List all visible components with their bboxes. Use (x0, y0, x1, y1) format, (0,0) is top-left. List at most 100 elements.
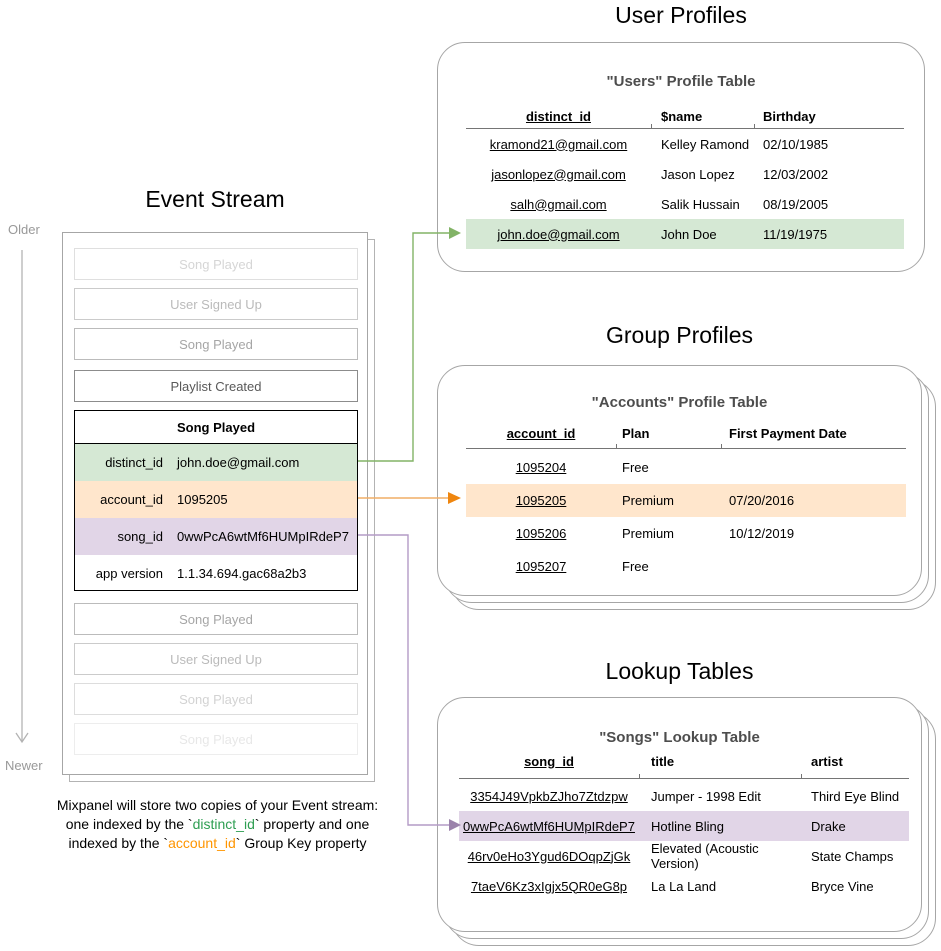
table-row: 1095207 Free (466, 550, 906, 583)
column-header: account_id (506, 425, 576, 441)
table-row-highlighted: john.doe@gmail.com John Doe 11/19/1975 (466, 219, 904, 249)
table-cell: 3354J49VpkbZJho7Ztdzpw (470, 788, 628, 804)
newer-label: Newer (5, 758, 43, 773)
table-row: jasonlopez@gmail.com Jason Lopez 12/03/2… (466, 159, 904, 189)
table-cell: salh@gmail.com (510, 196, 607, 212)
table-cell: 46rv0eHo3Ygud6DOqpZjGk (467, 848, 631, 864)
property-value: 0wwPcA6wtMf6HUMpIRdeP7 (177, 529, 349, 544)
table-row: 7taeV6Kz3xIgjx5QR0eG8p La La Land Bryce … (459, 871, 909, 901)
property-value: 1.1.34.694.gac68a2b3 (177, 566, 307, 581)
table-cell: 10/12/2019 (729, 526, 795, 541)
table-cell: John Doe (661, 226, 717, 242)
table-cell: Salik Hussain (661, 196, 740, 212)
account-id-token: account_id (168, 835, 236, 851)
table-cell: 11/19/1975 (763, 226, 828, 242)
table-cell: 7taeV6Kz3xIgjx5QR0eG8p (470, 878, 628, 894)
event-property-row-distinct-id: distinct_id john.doe@gmail.com (75, 444, 357, 481)
table-row: kramond21@gmail.com Kelley Ramond 02/10/… (466, 129, 904, 159)
table-cell: jasonlopez@gmail.com (491, 166, 626, 182)
header-divider (466, 444, 906, 449)
songs-lookup-card: "Songs" Lookup Table song_id title artis… (437, 697, 922, 932)
table-cell: 1095207 (515, 559, 567, 574)
caption: Mixpanel will store two copies of your E… (25, 796, 410, 853)
table-row: 1095206 Premium 10/12/2019 (466, 517, 906, 550)
distinct-id-token: distinct_id (192, 816, 255, 832)
property-key: account_id (100, 492, 163, 507)
caption-line-2: one indexed by the `distinct_id` propert… (65, 816, 370, 832)
column-header: song_id (524, 753, 574, 769)
table-cell: 1095204 (515, 460, 567, 475)
songs-table-title: "Songs" Lookup Table (599, 729, 760, 746)
event-item: Playlist Created (74, 370, 358, 402)
table-row: salh@gmail.com Salik Hussain 08/19/2005 (466, 189, 904, 219)
event-property-row-app-version: app version 1.1.34.694.gac68a2b3 (75, 555, 357, 592)
table-cell: Jason Lopez (661, 166, 735, 182)
event-name: Song Played (75, 411, 357, 444)
property-key: song_id (117, 529, 163, 544)
event-property-row-account-id: account_id 1095205 (75, 481, 357, 518)
table-cell: Free (622, 559, 649, 574)
event-stream-title: Event Stream (145, 186, 285, 212)
table-cell: kramond21@gmail.com (489, 136, 628, 152)
column-header: artist (811, 753, 843, 769)
table-cell: 1095206 (515, 526, 567, 541)
caption-line-1: Mixpanel will store two copies of your E… (56, 797, 379, 813)
table-cell: 1095205 (515, 493, 567, 508)
table-cell: 0wwPcA6wtMf6HUMpIRdeP7 (463, 818, 635, 834)
table-row: 46rv0eHo3Ygud6DOqpZjGk Elevated (Acousti… (459, 841, 909, 871)
table-cell: Free (622, 460, 649, 475)
accounts-table-title: "Accounts" Profile Table (591, 394, 768, 411)
column-header: First Payment Date (729, 425, 847, 441)
table-cell: Kelley Ramond (661, 136, 750, 152)
table-cell: Third Eye Blind (811, 788, 900, 804)
accounts-profile-card: "Accounts" Profile Table account_id Plan… (437, 365, 922, 596)
timeline-arrow-icon (15, 250, 29, 744)
table-row: 3354J49VpkbZJho7Ztdzpw Jumper - 1998 Edi… (459, 781, 909, 811)
column-header: $name (661, 108, 703, 124)
older-label: Older (8, 222, 40, 237)
table-header-row: account_id Plan First Payment Date (466, 421, 906, 445)
table-cell: john.doe@gmail.com (497, 226, 620, 242)
table-cell: Bryce Vine (811, 878, 874, 894)
column-header: Birthday (763, 108, 816, 124)
event-item: Song Played (74, 683, 358, 715)
property-key: app version (95, 566, 163, 581)
column-header: title (651, 753, 675, 769)
table-cell: Elevated (Acoustic Version) (651, 841, 759, 871)
users-profile-card: "Users" Profile Table distinct_id $name … (437, 42, 925, 272)
event-item: Song Played (74, 723, 358, 755)
table-header-row: distinct_id $name Birthday (466, 104, 904, 128)
table-cell: Premium (622, 526, 675, 541)
property-key: distinct_id (105, 455, 163, 470)
property-value: 1095205 (177, 492, 228, 507)
event-item: Song Played (74, 603, 358, 635)
table-cell: 08/19/2005 (763, 196, 829, 212)
lookup-tables-title: Lookup Tables (605, 658, 754, 684)
table-cell: La La Land (651, 878, 717, 894)
event-property-row-song-id: song_id 0wwPcA6wtMf6HUMpIRdeP7 (75, 518, 357, 555)
event-item: Song Played (74, 328, 358, 360)
header-divider (466, 124, 904, 129)
column-header: Plan (622, 425, 650, 441)
table-cell: State Champs (811, 848, 894, 864)
event-stream-panel: Song Played User Signed Up Song Played P… (62, 232, 368, 775)
table-header-row: song_id title artist (459, 749, 909, 773)
user-profiles-title: User Profiles (615, 2, 747, 28)
event-item: User Signed Up (74, 643, 358, 675)
table-cell: Drake (811, 818, 846, 834)
table-row-highlighted: 0wwPcA6wtMf6HUMpIRdeP7 Hotline Bling Dra… (459, 811, 909, 841)
event-item: User Signed Up (74, 288, 358, 320)
header-divider (459, 774, 909, 779)
users-table-title: "Users" Profile Table (606, 73, 756, 90)
table-cell: Premium (622, 493, 675, 508)
table-cell: Jumper - 1998 Edit (651, 788, 761, 804)
column-header: distinct_id (525, 108, 591, 124)
song-played-event-card: Song Played distinct_id john.doe@gmail.c… (74, 410, 358, 591)
table-row: 1095204 Free (466, 451, 906, 484)
table-cell: Hotline Bling (651, 818, 724, 834)
property-value: john.doe@gmail.com (177, 455, 300, 470)
table-cell: 07/20/2016 (729, 493, 795, 508)
group-profiles-title: Group Profiles (605, 322, 753, 348)
event-item: Song Played (74, 248, 358, 280)
